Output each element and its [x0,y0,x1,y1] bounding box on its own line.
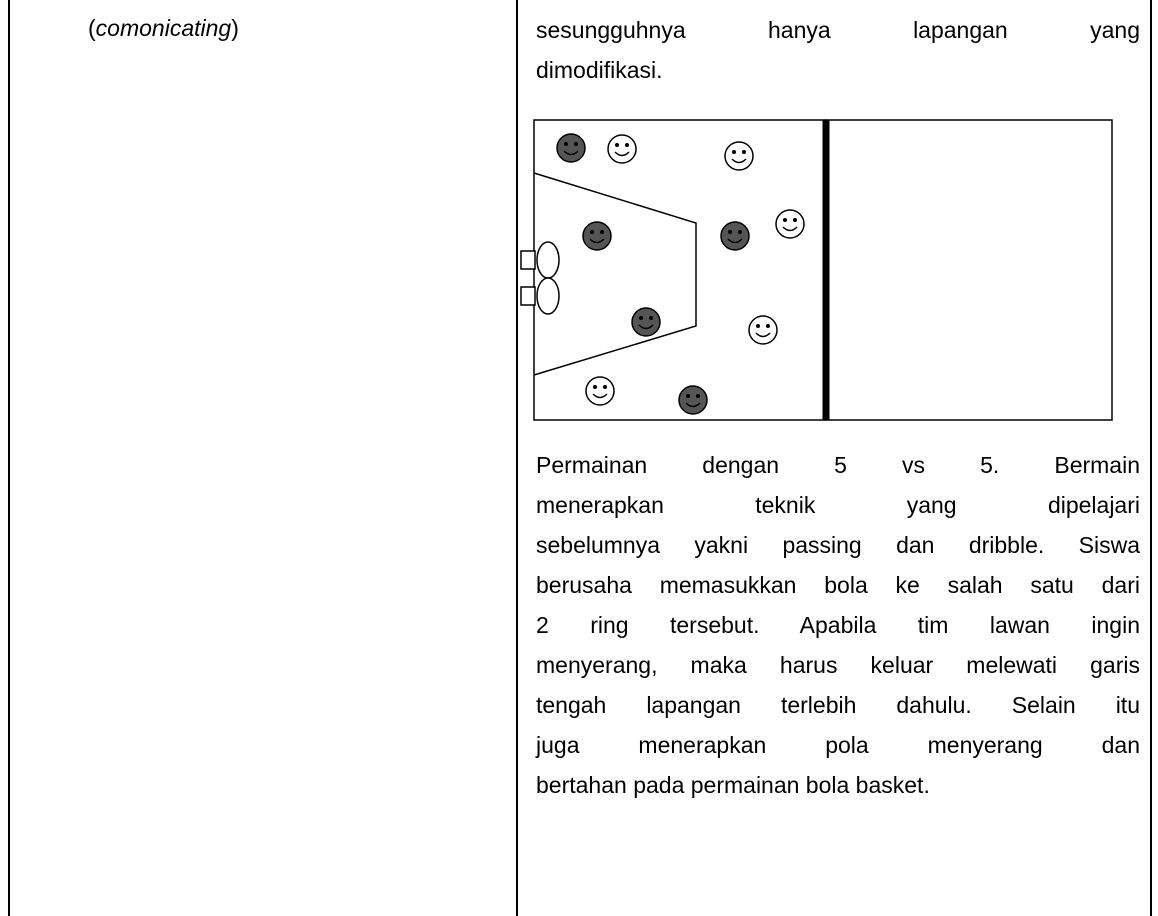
court-diagram [520,119,1113,421]
player-dark-team [631,307,661,337]
player-light-team [724,141,754,171]
court-right-half [825,119,1113,421]
term-italic: comonicating [95,15,232,41]
table-column-divider [516,0,518,916]
player-light-team [748,315,778,345]
left-cell-label: (comonicating) [88,15,239,41]
table-border-left [8,0,10,916]
description-line: berusaha memasukkan bola ke salah satu d… [536,572,1140,598]
description-line: 2 ring tersebut. Apabila tim lawan ingin [536,612,1140,638]
player-light-team [607,134,637,164]
player-light-team [585,376,615,406]
ring-1 [536,241,560,279]
description-paragraph: Permainan dengan 5 vs 5. Bermain menerap… [536,445,1140,805]
player-dark-team [720,221,750,251]
intro-line: dimodifikasi. [536,57,663,83]
intro-line: sesungguhnya hanya lapangan yang [536,17,1140,43]
description-line: bertahan pada permainan bola basket. [536,772,930,798]
court-left-half [533,119,827,421]
player-light-team [775,209,805,239]
intro-paragraph: sesungguhnya hanya lapangan yang dimodif… [536,10,1140,90]
description-line: tengah lapangan terlebih dahulu. Selain … [536,692,1140,718]
ring-2 [536,277,560,315]
player-dark-team [582,221,612,251]
description-line: Permainan dengan 5 vs 5. Bermain [536,452,1140,478]
ring-post-1 [520,250,536,270]
description-line: menerapkan teknik yang dipelajari [536,492,1140,518]
table-border-right [1150,0,1152,916]
description-line: sebelumnya yakni passing dan dribble. Si… [536,532,1140,558]
ring-post-2 [520,286,536,306]
player-dark-team [678,385,708,415]
description-line: juga menerapkan pola menyerang dan [536,732,1140,758]
key-area [533,172,697,376]
player-dark-team [556,133,586,163]
description-line: menyerang, maka harus keluar melewati ga… [536,652,1140,678]
